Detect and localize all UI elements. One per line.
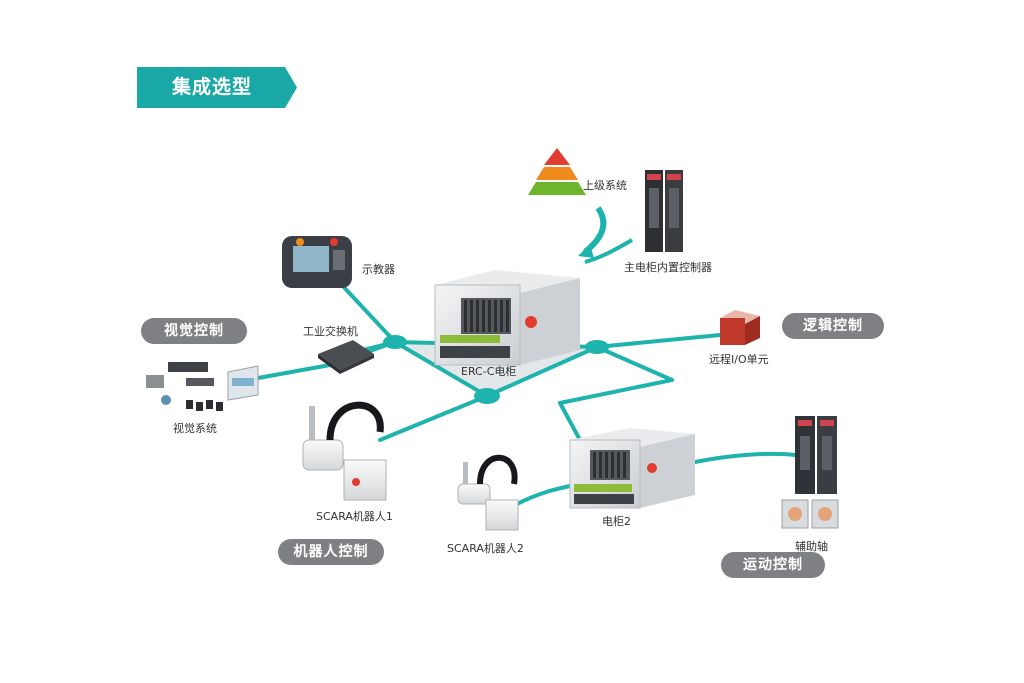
vision-system-icon — [146, 362, 259, 411]
line-remote-io — [595, 333, 722, 349]
label-upper-system: 上级系统 — [583, 179, 627, 192]
switch-icon — [318, 340, 374, 374]
network-lines — [256, 281, 797, 507]
line-hub-left — [393, 340, 489, 398]
section-banner: 集成选型 — [137, 67, 297, 108]
category-motion-control: 运动控制 — [721, 552, 825, 578]
page-title: 集成选型 — [171, 76, 252, 98]
label-switch: 工业交换机 — [303, 325, 358, 338]
line-hub-right — [485, 345, 599, 398]
network-nodes — [383, 335, 609, 404]
line-teach-pendant — [338, 281, 397, 344]
line-aux-axis — [693, 451, 797, 464]
category-robot-control: 机器人控制 — [278, 539, 384, 565]
teach-pendant-icon — [282, 236, 352, 288]
label-scara-1: SCARA机器人1 — [316, 510, 393, 523]
node-right — [585, 340, 609, 354]
controller-module-icon — [645, 170, 683, 252]
label-teach-pendant: 示教器 — [362, 263, 395, 276]
node-bottom — [474, 388, 500, 404]
scara-robot-1-icon — [302, 401, 387, 501]
label-erc-cabinet: ERC-C电柜 — [461, 365, 517, 378]
category-vision-control: 视觉控制 — [141, 318, 247, 344]
line-scara2 — [513, 483, 577, 507]
label-main-controller: 主电柜内置控制器 — [624, 261, 712, 274]
aux-axis-icon — [781, 416, 839, 529]
label-aux-axis: 辅助轴 — [795, 540, 828, 553]
cabinet-2-icon — [569, 428, 695, 509]
arrow-upper-icon — [583, 206, 607, 255]
banner-shape — [137, 67, 297, 108]
erc-cabinet-icon — [434, 270, 580, 366]
line-to-cabinet2 — [558, 345, 674, 442]
label-vision-system: 视觉系统 — [173, 422, 217, 435]
label-scara-2: SCARA机器人2 — [447, 542, 524, 555]
pyramid-icon — [528, 148, 586, 195]
arrow-controller-icon — [584, 238, 634, 264]
scara-robot-2-icon — [457, 454, 519, 531]
category-logic-control: 逻辑控制 — [782, 313, 884, 339]
remote-io-icon — [720, 310, 760, 345]
label-remote-io: 远程I/O单元 — [709, 353, 769, 366]
node-left — [383, 335, 407, 349]
line-scara1 — [378, 394, 489, 442]
label-cabinet-2: 电柜2 — [602, 515, 631, 528]
